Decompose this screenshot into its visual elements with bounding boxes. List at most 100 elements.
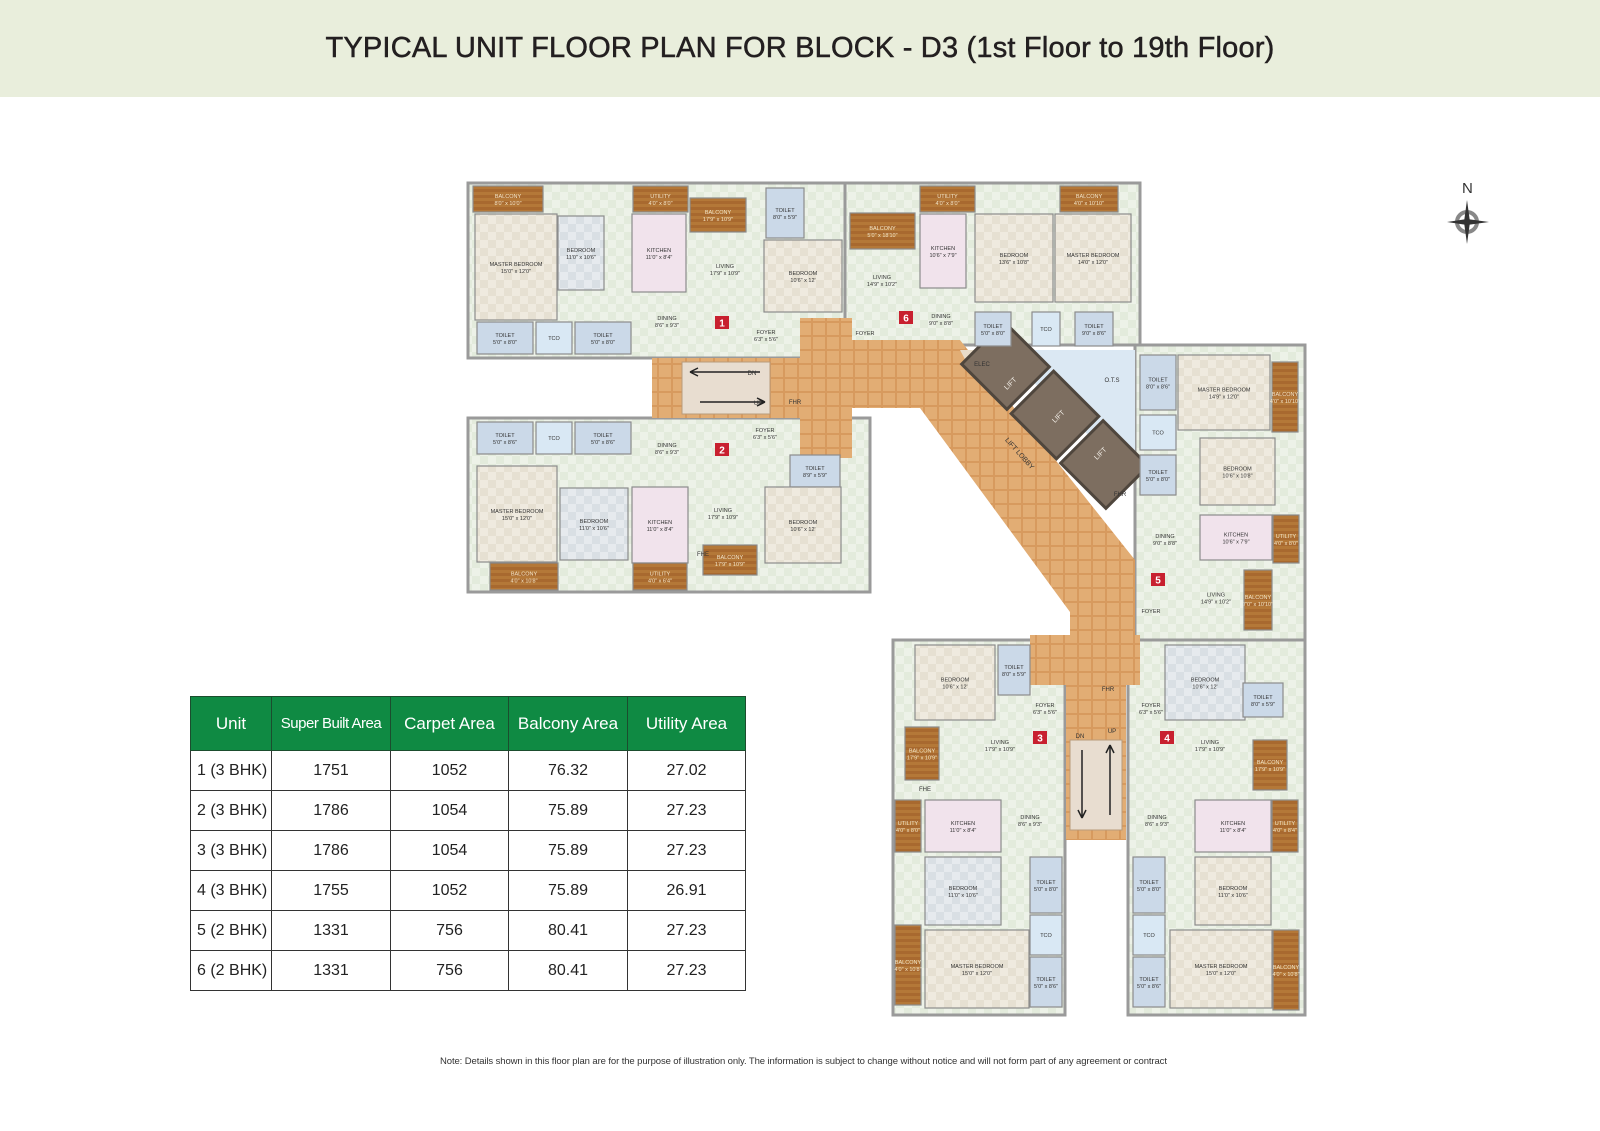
cell-utility-area: 27.02 xyxy=(627,750,746,791)
stair-down-arrow-icon xyxy=(1077,750,1087,819)
room-bedroom xyxy=(974,213,1054,303)
room-name-label: TCO xyxy=(1040,933,1052,939)
room-name-label: BALCONY xyxy=(869,226,896,232)
room-toilet xyxy=(476,421,534,455)
cell-super-built-area: 1786 xyxy=(271,790,391,831)
room-name-label: UTILITY xyxy=(1275,821,1296,827)
room-name-label: FOYER xyxy=(757,330,776,336)
room-size-label: 5'0" x 8'0" xyxy=(1137,887,1161,893)
room-utility xyxy=(632,562,688,591)
room-size-label: 11'0" x 8'4" xyxy=(1220,828,1247,834)
room-size-label: 17'9" x 10'9" xyxy=(907,756,937,762)
north-label: N xyxy=(1462,180,1473,197)
room-name-label: FOYER xyxy=(856,331,875,337)
room-size-label: 4'0" x 8'4" xyxy=(1273,828,1297,834)
room-size-label: 8'0" x 5'9" xyxy=(773,215,797,221)
stair-up-arrow-icon xyxy=(700,397,766,407)
room-name-label: FOYER xyxy=(1036,703,1055,709)
room-size-label: 4'0" x 10'10" xyxy=(1074,201,1104,207)
staircase xyxy=(1069,739,1123,831)
room-size-label: 5'0" x 8'6" xyxy=(591,440,615,446)
room-name-label: UTILITY xyxy=(650,194,671,200)
room-master-bedroom xyxy=(1054,213,1132,303)
room-size-label: 14'0" x 12'0" xyxy=(1078,260,1108,266)
room-name-label: FOYER xyxy=(1142,609,1161,615)
room-size-label: 14'9" x 10'2" xyxy=(1201,600,1231,606)
header-carpet-area: Carpet Area xyxy=(390,696,509,751)
room-size-label: 8'0" x 10'0" xyxy=(494,201,521,207)
cell-carpet-area: 756 xyxy=(390,950,509,991)
room-name-label: BALCONY xyxy=(511,572,538,578)
room-name-label: LIVING xyxy=(716,264,734,270)
stair-down-arrow-icon xyxy=(689,367,760,377)
room-name-label: BALCONY xyxy=(1245,595,1272,601)
room-name-label: MASTER BEDROOM xyxy=(491,509,544,515)
room-bedroom xyxy=(1164,644,1246,721)
room-size-label: 11'0" x 8'4" xyxy=(647,527,674,533)
room-name-label: BALCONY xyxy=(1076,194,1103,200)
cell-carpet-area: 1054 xyxy=(390,790,509,831)
room-size-label: 17'9" x 10'9" xyxy=(715,562,745,568)
room-size-label: 11'0" x 10'6" xyxy=(1218,893,1248,899)
room-size-label: 5'0" x 8'0" xyxy=(1034,887,1058,893)
room-toilet xyxy=(574,421,632,455)
room-toilet xyxy=(1029,956,1063,1008)
room-size-label: 6'3" x 5'6" xyxy=(754,337,778,343)
room-name-label: UTILITY xyxy=(1276,534,1297,540)
room-name-label: TOILET xyxy=(1004,665,1024,671)
room-name-label: TCO xyxy=(548,436,560,442)
room-name-label: TOILET xyxy=(495,333,515,339)
cell-unit: 4 (3 BHK) xyxy=(190,870,272,911)
room-balcony xyxy=(904,726,940,781)
room-balcony xyxy=(489,562,559,591)
cell-balcony-area: 75.89 xyxy=(508,870,628,911)
room-toilet xyxy=(1074,311,1114,347)
room-name-label: TCO xyxy=(1040,327,1052,333)
unit-badge-4 xyxy=(1160,731,1174,744)
disclaimer-note: Note: Details shown in this floor plan a… xyxy=(440,1056,1167,1067)
room-name-label: TOILET xyxy=(1139,977,1159,983)
room-balcony xyxy=(849,212,916,250)
room-size-label: 10'6" x 12' xyxy=(942,685,967,691)
room-master-bedroom xyxy=(474,213,558,321)
room-name-label: TOILET xyxy=(495,433,515,439)
room-size-label: 8'6" x 9'3" xyxy=(1145,822,1169,828)
room-balcony xyxy=(472,185,544,213)
room-size-label: 17'9" x 10'9" xyxy=(710,271,740,277)
room-name-label: BALCONY xyxy=(1273,965,1300,971)
room-size-label: 15'0" x 12'0" xyxy=(502,516,532,522)
stair-dn-label: DN xyxy=(1076,734,1085,740)
cell-balcony-area: 80.41 xyxy=(508,950,628,991)
room-name-label: TOILET xyxy=(1036,880,1056,886)
cell-super-built-area: 1331 xyxy=(271,910,391,951)
unit-number-label: 5 xyxy=(1155,576,1161,587)
room-name-label: KITCHEN xyxy=(1221,821,1245,827)
room-name-label: BALCONY xyxy=(909,749,936,755)
room-name-label: DINING xyxy=(1155,534,1174,540)
room-size-label: 15'0" x 12'0" xyxy=(1206,971,1236,977)
room-name-label: TOILET xyxy=(775,208,795,214)
room-name-label: BALCONY xyxy=(495,194,522,200)
room-size-label: 13'6" x 10'8" xyxy=(999,260,1029,266)
room-size-label: 8'6" x 9'3" xyxy=(655,323,679,329)
room-name-label: BEDROOM xyxy=(949,886,978,892)
cell-unit: 2 (3 BHK) xyxy=(190,790,272,831)
room-name-label: DINING xyxy=(1147,815,1166,821)
staircase xyxy=(681,361,771,415)
room-utility xyxy=(1271,799,1299,853)
room-tco xyxy=(535,421,573,455)
room-name-label: FOYER xyxy=(756,428,775,434)
room-name-label: BALCONY xyxy=(717,555,744,561)
room-tco xyxy=(1031,311,1061,347)
room-toilet xyxy=(1029,856,1063,914)
room-name-label: BALCONY xyxy=(895,960,922,966)
unit-badge-5 xyxy=(1151,573,1165,586)
room-toilet xyxy=(997,644,1031,696)
room-bedroom xyxy=(914,644,996,721)
room-bedroom xyxy=(1199,437,1276,506)
cell-utility-area: 26.91 xyxy=(627,870,746,911)
room-name-label: MASTER BEDROOM xyxy=(1195,964,1248,970)
room-size-label: 4'0" x 6'4" xyxy=(648,579,672,585)
